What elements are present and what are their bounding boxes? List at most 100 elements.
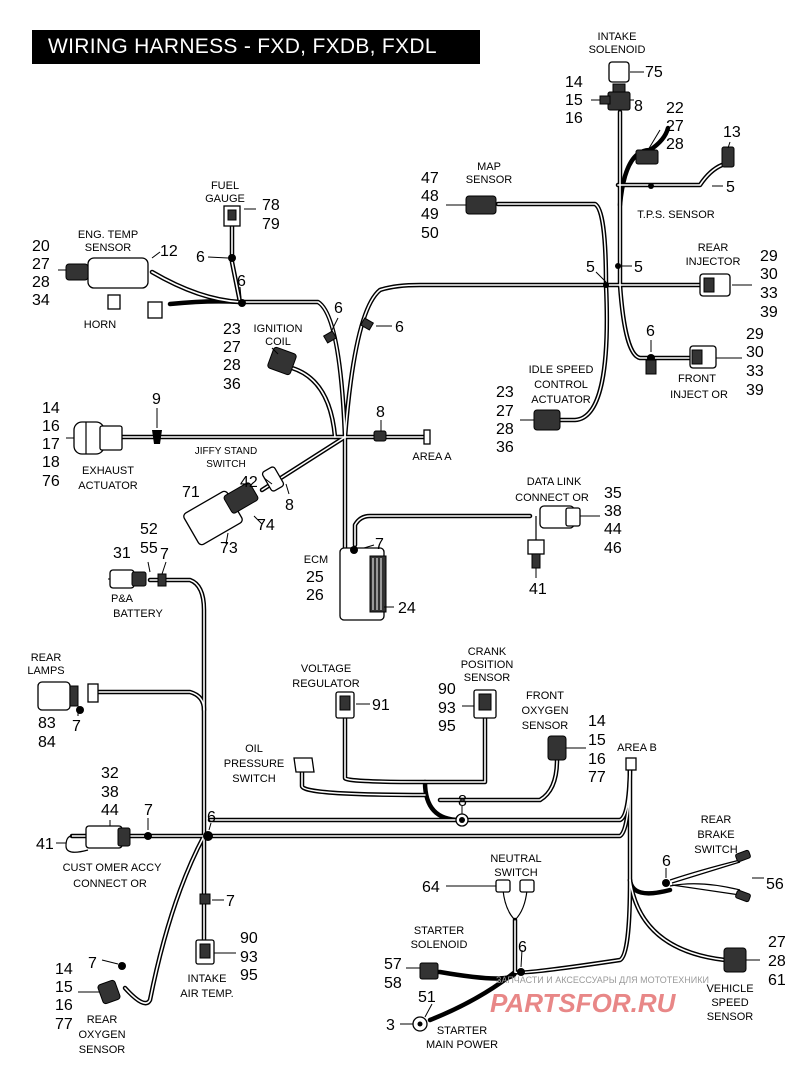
rear-oxygen-label-3: SENSOR	[79, 1044, 126, 1056]
callout-number: 90	[438, 681, 456, 698]
callout-number: 49	[421, 206, 439, 223]
callout-number: 6	[334, 300, 343, 317]
horn-connector	[107, 294, 163, 319]
intake-solenoid-label-1: INTAKE	[598, 31, 637, 43]
callout-number: 28	[666, 136, 684, 153]
callout-number: 6	[207, 809, 216, 826]
callout-number: 7	[160, 546, 169, 563]
callout-number: 6	[646, 323, 655, 340]
callout-number: 24	[398, 600, 416, 617]
callout-number: 27	[223, 339, 241, 356]
area-a-label: AREA A	[412, 451, 452, 463]
callout-number: 6	[196, 249, 205, 266]
front-oxygen-sensor-connector	[547, 735, 567, 761]
intake-solenoid	[599, 61, 631, 111]
idle-speed-control-connector	[533, 409, 561, 431]
callout-number: 30	[746, 344, 764, 361]
ignition-coil-label-2: COIL	[265, 336, 291, 348]
fuel-gauge-label-2: GAUGE	[205, 193, 245, 205]
callout-number: 76	[42, 473, 60, 490]
callout-number: 90	[240, 930, 258, 947]
callout-number: 29	[746, 326, 764, 343]
callout-number: 17	[42, 436, 60, 453]
rear-injector-label-2: INJECTOR	[686, 256, 741, 268]
callout-number: 23	[223, 321, 241, 338]
jiffy-stand-label-2: SWITCH	[206, 459, 245, 470]
front-injector-connector	[689, 345, 717, 369]
rear-brake-label-3: SWITCH	[694, 844, 737, 856]
starter-main-power-terminal	[412, 1016, 428, 1032]
harness-wires-inner	[71, 111, 726, 1004]
customer-accy-label-1: CUST OMER ACCY	[63, 862, 162, 874]
callout-number: 34	[32, 292, 50, 309]
data-link-label-2: CONNECT OR	[515, 492, 589, 504]
leader-lines	[56, 71, 764, 1025]
callout-number: 75	[645, 64, 663, 81]
callout-number: 27	[32, 256, 50, 273]
pa-battery-label-2: BATTERY	[113, 608, 163, 620]
callout-number: 8	[285, 497, 294, 514]
callout-number: 16	[565, 110, 583, 127]
data-link-connector	[527, 505, 581, 569]
callout-number: 32	[101, 765, 119, 782]
callout-number: 42	[240, 474, 258, 491]
callout-number: 58	[384, 975, 402, 992]
callout-number: 6	[395, 319, 404, 336]
callout-number: 74	[257, 517, 275, 534]
callout-number: 79	[262, 216, 280, 233]
rear-brake-label-2: BRAKE	[697, 829, 734, 841]
fuel-gauge-connector	[223, 205, 241, 262]
callout-number: 5	[634, 259, 643, 276]
watermark-logo: PARTSFOR.RU	[490, 988, 677, 1018]
rear-oxygen-sensor-connector	[97, 962, 126, 1005]
callout-number: 7	[72, 718, 81, 735]
callout-number: 28	[768, 953, 786, 970]
watermark-tagline: ЗАПЧАСТИ И АКСЕССУАРЫ ДЛЯ МОТОТЕХНИКИ	[496, 975, 709, 985]
callout-number: 93	[240, 949, 258, 966]
fuel-gauge-label-1: FUEL	[211, 180, 239, 192]
starter-main-power-label-1: STARTER	[437, 1025, 487, 1037]
starter-solenoid-connector	[419, 962, 525, 980]
starter-solenoid-label-2: SOLENOID	[411, 939, 468, 951]
callout-number: 9	[152, 391, 161, 408]
callout-number: 8	[376, 404, 385, 421]
callout-number: 6	[237, 273, 246, 290]
map-sensor-connector	[465, 195, 497, 215]
idle-speed-label-1: IDLE SPEED	[529, 364, 594, 376]
neutral-switch-label-1: NEUTRAL	[490, 853, 541, 865]
callout-number: 39	[746, 382, 764, 399]
watermark: ЗАПЧАСТИ И АКСЕССУАРЫ ДЛЯ МОТОТЕХНИКИ PA…	[490, 975, 709, 1018]
callout-number: 48	[421, 188, 439, 205]
callout-number: 36	[496, 439, 514, 456]
oil-pressure-label-1: OIL	[245, 743, 263, 755]
ignition-coil-label-1: IGNITION	[254, 323, 303, 335]
map-sensor-label-1: MAP	[477, 161, 501, 173]
callout-number: 20	[32, 238, 50, 255]
callout-number: 14	[55, 961, 73, 978]
voltage-regulator-label-2: REGULATOR	[292, 678, 359, 690]
callout-number: 28	[496, 421, 514, 438]
callout-number: 83	[38, 715, 56, 732]
callout-number: 16	[55, 997, 73, 1014]
callout-number: 44	[101, 802, 119, 819]
callout-number: 28	[32, 274, 50, 291]
callout-number: 64	[422, 879, 440, 896]
callout-number: 31	[113, 545, 131, 562]
rear-oxygen-label-2: OXYGEN	[78, 1029, 125, 1041]
callout-number: 15	[565, 92, 583, 109]
callout-number: 14	[42, 400, 60, 417]
ignition-coil-connector	[267, 346, 297, 376]
front-oxygen-label-2: OXYGEN	[521, 705, 568, 717]
pa-battery-connector	[109, 569, 167, 589]
crank-position-label-3: SENSOR	[464, 672, 511, 684]
callout-number: 30	[760, 266, 778, 283]
oil-pressure-switch	[293, 757, 315, 773]
callout-number: 41	[36, 836, 54, 853]
intake-air-temp-label-1: INTAKE	[188, 973, 227, 985]
data-link-label-1: DATA LINK	[527, 476, 582, 488]
voltage-regulator-label-1: VOLTAGE	[301, 663, 351, 675]
neutral-switch-label-2: SWITCH	[494, 867, 537, 879]
vehicle-speed-label-3: SENSOR	[707, 1011, 754, 1023]
callout-number: 5	[726, 179, 735, 196]
callout-number: 50	[421, 225, 439, 242]
